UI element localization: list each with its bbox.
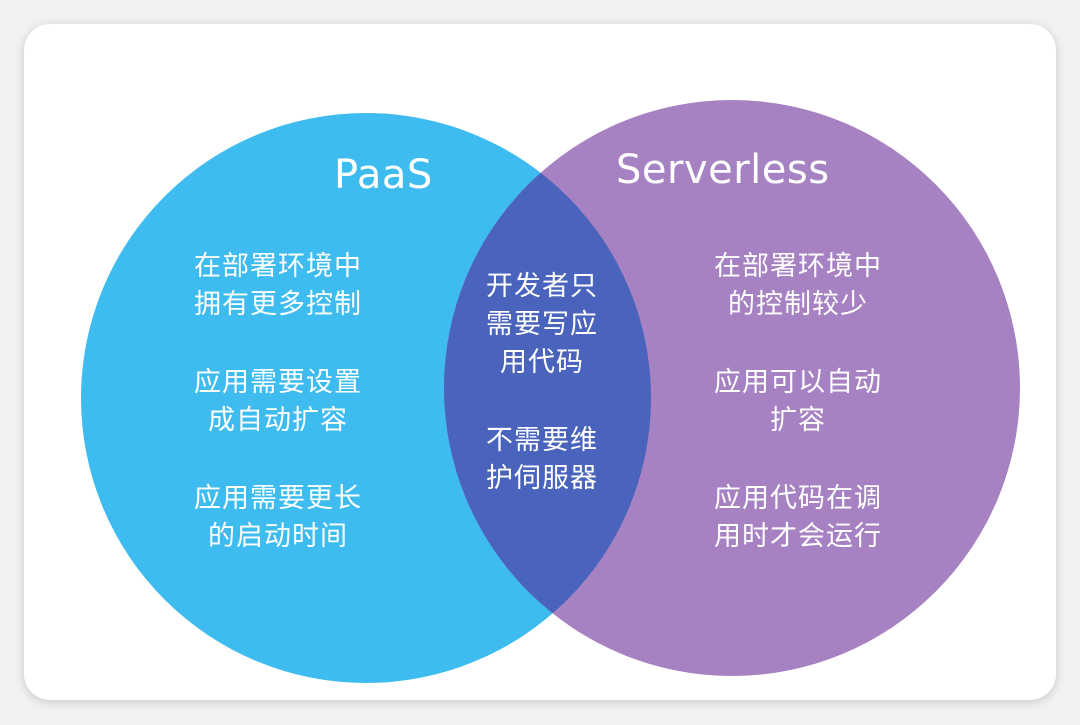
serverless-item-1-line-1: 在部署环境中 — [714, 251, 882, 282]
paas-item-1-line-1: 在部署环境中 — [194, 251, 362, 282]
serverless-item-2: 应用可以自动 扩容 — [714, 364, 882, 440]
overlap-item-2-line-1: 不需要维 — [486, 425, 598, 456]
paas-item-2-line-2: 成自动扩容 — [208, 405, 348, 436]
paas-item-3-line-1: 应用需要更长 — [194, 483, 362, 514]
overlap-item-1-line-3: 用代码 — [500, 347, 584, 378]
overlap-item-1-line-1: 开发者只 — [486, 271, 598, 302]
overlap-item-1: 开发者只 需要写应 用代码 — [486, 268, 598, 382]
paas-item-3: 应用需要更长 的启动时间 — [194, 480, 362, 556]
overlap-item-2-line-2: 护伺服器 — [486, 463, 598, 494]
paas-item-2: 应用需要设置 成自动扩容 — [194, 364, 362, 440]
serverless-item-1-line-2: 的控制较少 — [728, 289, 868, 320]
serverless-item-3: 应用代码在调 用时才会运行 — [714, 480, 882, 556]
paas-title: PaaS — [334, 152, 433, 198]
overlap-item-2: 不需要维 护伺服器 — [486, 422, 598, 498]
serverless-item-2-line-1: 应用可以自动 — [714, 367, 882, 398]
paas-item-2-line-1: 应用需要设置 — [194, 367, 362, 398]
serverless-item-3-line-1: 应用代码在调 — [714, 483, 882, 514]
serverless-item-1: 在部署环境中 的控制较少 — [714, 248, 882, 324]
paas-item-1-line-2: 拥有更多控制 — [194, 289, 362, 320]
serverless-item-3-line-2: 用时才会运行 — [714, 521, 882, 552]
overlap-item-1-line-2: 需要写应 — [486, 309, 598, 340]
overlap-region — [444, 113, 651, 676]
paas-item-1: 在部署环境中 拥有更多控制 — [194, 248, 362, 324]
serverless-title: Serverless — [616, 147, 830, 193]
serverless-item-2-line-2: 扩容 — [770, 405, 826, 436]
paas-item-3-line-2: 的启动时间 — [208, 521, 348, 552]
